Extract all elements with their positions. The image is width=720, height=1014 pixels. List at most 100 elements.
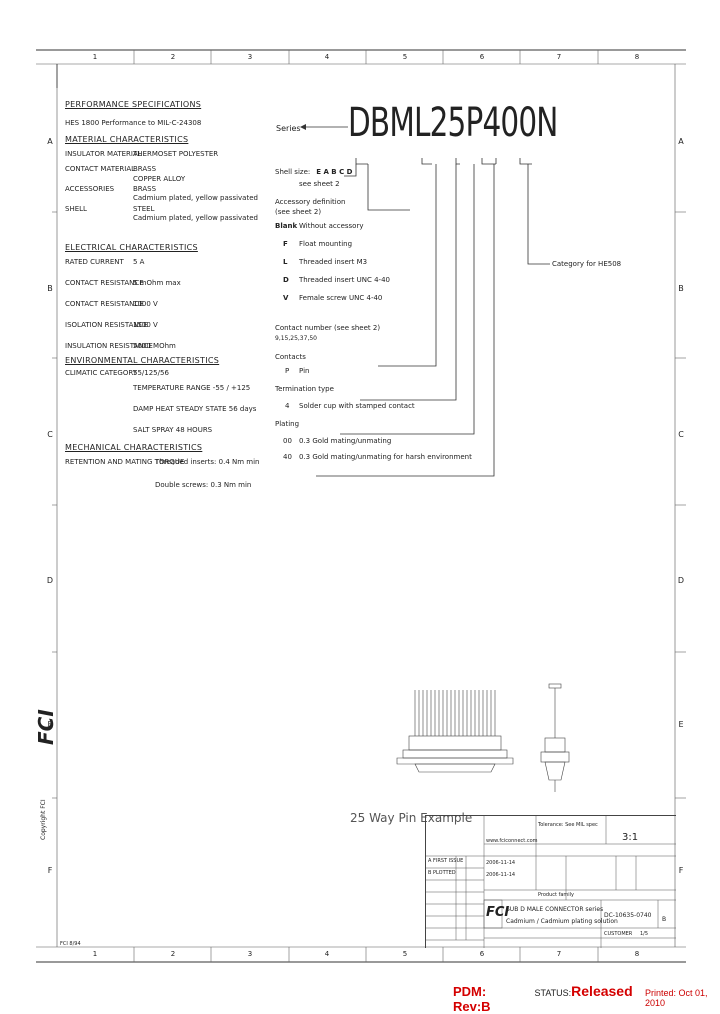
accessory-label: Accessory definition (275, 198, 346, 206)
zone-row-b: B (47, 284, 53, 293)
list-item: SALT SPRAY 48 HOURS (133, 426, 213, 434)
zone-row-e: E (678, 720, 684, 729)
ordering-block: Shell size: E A B C D see sheet 2 Access… (275, 168, 472, 461)
tolerance-text: Tolerance: See MIL spec (538, 822, 598, 828)
connector-drawing (396, 683, 570, 792)
zone-col-6: 6 (479, 53, 485, 61)
website-text: www.fciconnect.com (486, 838, 538, 844)
copyright-text: Copyright FCI (40, 799, 47, 840)
title-line-2: Cadmium / Cadmium plating solution (506, 918, 618, 925)
series-label: Series (276, 124, 301, 133)
zone-col-2: 2 (170, 950, 176, 958)
zone-row-d: D (46, 576, 54, 585)
zone-col-7: 7 (556, 950, 562, 958)
material-title: MATERIAL CHARACTERISTICS (65, 135, 189, 144)
rev-letter: B (662, 916, 667, 923)
contacts-label: Contacts (275, 353, 306, 361)
zone-col-3: 3 (247, 950, 253, 958)
fci-logo-vertical: FCI (34, 709, 58, 745)
zone-col-6: 6 (479, 950, 485, 958)
zone-row-a: A (47, 137, 53, 146)
zone-col-8: 8 (634, 53, 640, 61)
plating-label: Plating (275, 420, 300, 428)
zone-col-1: 1 (92, 53, 98, 61)
contact-number-values: 9,15,25,37,50 (275, 335, 317, 342)
zone-col-3: 3 (247, 53, 253, 61)
rev-row: B PLOTTED (428, 870, 456, 876)
zone-row-c: C (678, 430, 684, 439)
rev-date: 2006-11-14 (486, 860, 516, 866)
customer-label: CUSTOMER (604, 931, 633, 937)
zone-col-4: 4 (324, 53, 330, 61)
list-item: TEMPERATURE RANGE -55 / +125 (133, 384, 251, 392)
zone-row-c: C (47, 430, 53, 439)
reference-line: HES 1800 Performance to MIL-C-24308 (65, 119, 202, 127)
printed-date: Printed: Oct 01, 2010 (644, 988, 708, 1008)
list-item: Double screws: 0.3 Nm min (155, 481, 252, 489)
part-number: DBML25P400N (348, 100, 558, 146)
list-item: Cadmium plated, yellow passivated (133, 214, 258, 222)
zone-col-4: 4 (324, 950, 330, 958)
series-arrow (300, 124, 348, 130)
zone-col-7: 7 (556, 53, 562, 61)
list-item: DAMP HEAT STEADY STATE 56 days (133, 405, 257, 413)
zone-row-a: A (678, 137, 684, 146)
zone-row-b: B (678, 284, 684, 293)
sheet-number: 1/5 (640, 931, 649, 937)
fci-logo-small: FCI (486, 905, 510, 920)
zone-col-8: 8 (634, 950, 640, 958)
list-item: COPPER ALLOY (133, 175, 186, 183)
zone-col-1: 1 (92, 950, 98, 958)
title-block: www.fciconnect.com Tolerance: See MIL sp… (425, 815, 676, 948)
contact-number-label: Contact number (see sheet 2) (275, 324, 381, 332)
angle-text: 3:1 (622, 832, 639, 843)
zone-row-d: D (677, 576, 685, 585)
rev-row: A FIRST ISSUE (428, 858, 464, 864)
title-block-grid (426, 816, 676, 948)
specifications-block: PERFORMANCE SPECIFICATIONS HES 1800 Perf… (65, 100, 275, 493)
reference-title: PERFORMANCE SPECIFICATIONS (65, 100, 202, 109)
title-line-1: SUB D MALE CONNECTOR series (506, 906, 604, 913)
mechanical-title: MECHANICAL CHARACTERISTICS (65, 443, 203, 452)
shell-size-values: E A B C D (316, 168, 353, 176)
list-item: Cadmium plated, yellow passivated (133, 194, 258, 202)
zone-col-5: 5 (402, 950, 408, 958)
zone-row-f: F (47, 866, 53, 875)
rev-date: 2006-11-14 (486, 872, 516, 878)
electrical-title: ELECTRICAL CHARACTERISTICS (65, 243, 198, 252)
shell-size-note: see sheet 2 (299, 180, 340, 188)
shell-size-label: Shell size: (275, 168, 311, 176)
accessory-note: (see sheet 2) (275, 208, 322, 216)
zone-col-5: 5 (402, 53, 408, 61)
pdm-revision: PDM: Rev:B (453, 984, 491, 1014)
zone-row-e: E (47, 720, 53, 729)
shell-size-row: Shell size: E A B C D (275, 168, 472, 176)
termination-label: Termination type (275, 385, 334, 393)
doc-number: DC-10635-0740 (604, 912, 652, 919)
zone-row-f: F (678, 866, 684, 875)
status-value: Released (571, 983, 633, 999)
